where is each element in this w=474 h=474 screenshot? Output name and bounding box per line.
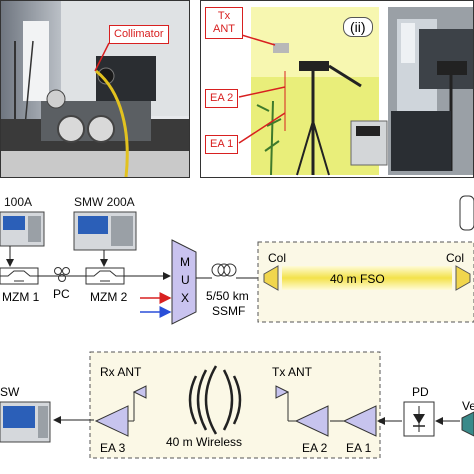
pd-label: PD: [412, 385, 429, 399]
partial-device-right: [461, 411, 474, 437]
partial-panel-frame: [459, 195, 474, 231]
tx-ant-callout-line1: Tx: [217, 10, 231, 22]
mzm2-label: MZM 2: [90, 290, 128, 304]
fso-distance-label: 40 m FSO: [330, 272, 385, 286]
mux-block: [171, 239, 197, 325]
ea2-callout: EA 2: [205, 89, 239, 108]
wireless-link-box: [89, 351, 381, 459]
polarization-controller: [54, 267, 70, 282]
ea2-amplifier: [294, 405, 329, 437]
rx-ant-label: Rx ANT: [100, 365, 142, 379]
instrument-100a-label: 100A: [4, 195, 32, 209]
sw-label: SW: [0, 385, 20, 399]
mux-letter-m: M: [180, 255, 190, 269]
ea3-label: EA 3: [100, 441, 126, 455]
ea1-callout-line: [238, 112, 286, 144]
fso-beam: [282, 266, 452, 290]
wireless-distance-label: 40 m Wireless: [166, 435, 242, 449]
instrument-smw200a-label: SMW 200A: [74, 195, 135, 209]
mux-letter-x: X: [181, 291, 189, 305]
signal-analyzer-sw: [0, 401, 51, 443]
panel-label-ii: (ii): [343, 17, 373, 37]
collimator-photo: Collimator: [0, 0, 190, 178]
ea1-callout: EA 1: [205, 135, 239, 154]
mzm1-modulator: [0, 267, 39, 285]
mzm1-label: MZM 1: [2, 290, 40, 304]
fiber-length-label: 5/50 km: [206, 289, 249, 303]
tx-antenna: [275, 385, 290, 399]
signal-generator-smw200a: [73, 211, 137, 251]
ea2-callout-line: [238, 86, 286, 98]
photodiode: [403, 401, 435, 437]
wireless-waves: [188, 365, 242, 435]
outdoor-setup-photo-illustration: [201, 1, 473, 177]
collimator-callout-line: [94, 42, 110, 72]
collimator-left: [263, 265, 279, 291]
ea1-label: EA 1: [346, 441, 372, 455]
pc-label: PC: [53, 287, 70, 301]
tx-ant-callout-line2: ANT: [213, 23, 235, 35]
mux-letter-u: U: [181, 273, 190, 287]
signal-generator-100a: [0, 211, 45, 247]
system-block-diagram: 100A SMW 200A MZM 1 PC MZM 2 M U X: [0, 195, 474, 459]
rx-antenna: [132, 385, 147, 399]
ve-label: Ve: [462, 399, 474, 413]
collimator-right: [455, 265, 471, 291]
ea1-amplifier: [342, 405, 377, 437]
fiber-type-label: SSMF: [212, 304, 245, 318]
antenna-setup-photo: Tx ANT EA 2 EA 1 (ii): [200, 0, 474, 178]
mzm2-modulator: [85, 267, 125, 285]
ssmf-fiber-spool: [211, 263, 237, 277]
collimator-callout: Collimator: [109, 25, 169, 44]
col-left-label: Col: [268, 251, 286, 265]
col-right-label: Col: [446, 251, 464, 265]
tx-ant-label: Tx ANT: [272, 365, 313, 379]
tx-ant-callout: Tx ANT: [205, 7, 243, 39]
ea2-label: EA 2: [302, 441, 328, 455]
